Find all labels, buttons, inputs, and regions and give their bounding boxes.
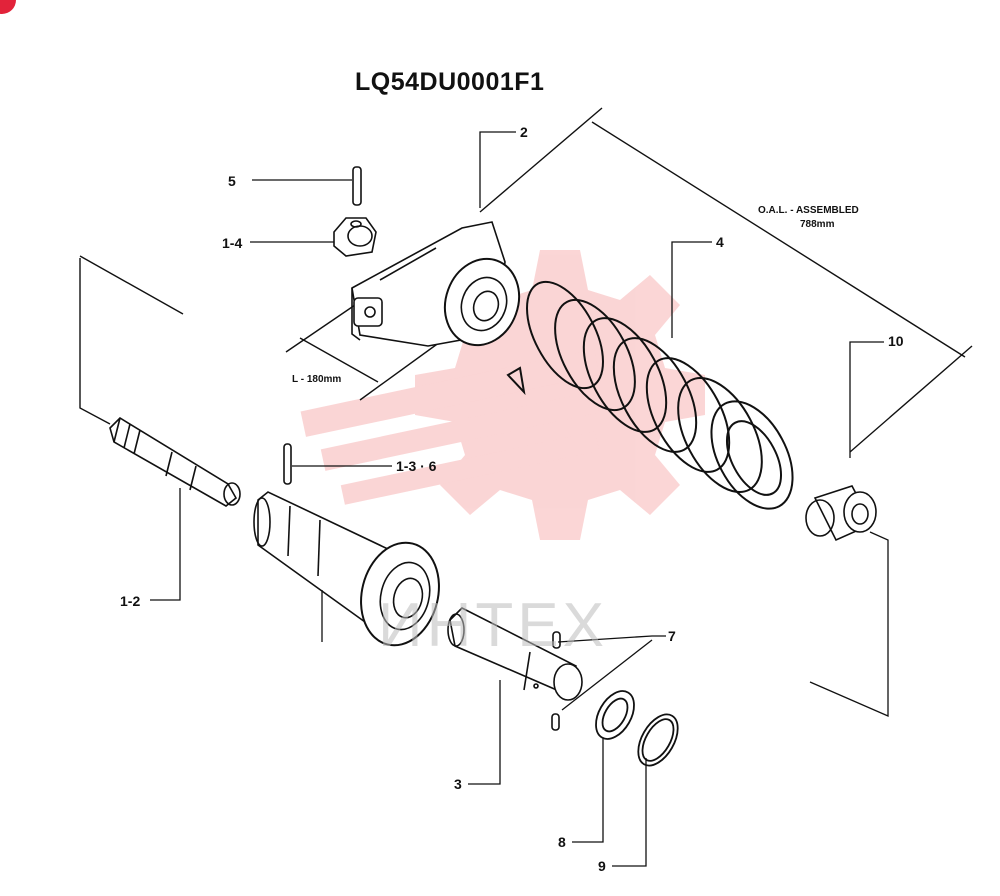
part-7-pins <box>551 631 561 731</box>
callout-5: 5 <box>228 173 236 189</box>
length-extension-left <box>285 304 356 353</box>
guide-line-top-left <box>79 255 184 315</box>
length-dimension-line <box>299 337 379 383</box>
oal-dimension-line <box>591 121 966 358</box>
callout-3: 3 <box>454 776 462 792</box>
part-9-snap-ring <box>637 713 679 767</box>
watermark-text: ИНТЕХ <box>378 591 608 660</box>
part-3-pin <box>447 607 583 701</box>
part-1-2-rod <box>109 416 241 507</box>
callout-9: 9 <box>598 858 606 874</box>
callout-2: 2 <box>520 124 528 140</box>
callout-10: 10 <box>888 333 904 349</box>
part-1-3-cylinder <box>253 491 440 647</box>
oal-extension-right <box>849 345 973 453</box>
part-5-pin <box>352 166 362 206</box>
guide-line-left <box>79 258 111 425</box>
length-label: L - 180mm <box>292 374 342 385</box>
callout-7: 7 <box>668 628 676 644</box>
part-2-bracket <box>351 221 521 347</box>
oal-label: O.A.L. - ASSEMBLED <box>758 205 859 216</box>
callout-leader-lines <box>150 131 889 867</box>
callout-8: 8 <box>558 834 566 850</box>
part-10-bushing <box>805 485 877 542</box>
oal-extension-left <box>479 107 603 213</box>
drawing-title: LQ54DU0001F1 <box>355 68 545 96</box>
part-8-washer <box>595 690 635 740</box>
callout-4: 4 <box>716 234 724 250</box>
callout-1-3-6: 1-3 · 6 <box>396 458 437 474</box>
length-extension-right <box>359 341 441 401</box>
oal-value: 788mm <box>800 219 835 230</box>
part-4-spring <box>506 280 794 510</box>
callout-1-2: 1-2 <box>120 593 141 609</box>
callout-1-4: 1-4 <box>222 235 243 251</box>
part-1-4-nut <box>333 217 377 257</box>
part-1-3-6-pin <box>283 443 292 485</box>
